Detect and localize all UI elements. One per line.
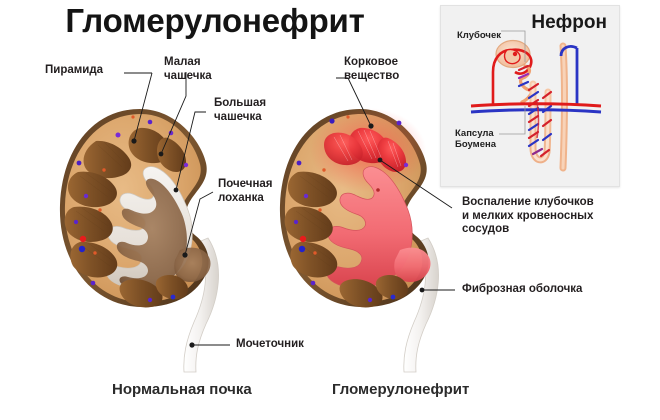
label-major-calyx-line2: чашечка xyxy=(214,110,262,123)
glomerulonephritis-kidney-group xyxy=(279,108,439,373)
label-fibrous-capsule: Фиброзная оболочка xyxy=(462,283,583,295)
label-major-calyx-line1: Большая xyxy=(214,97,267,109)
nephron-inset-panel: Нефрон xyxy=(440,5,620,187)
blood-vessel-dots-right xyxy=(293,115,409,303)
label-minor-calyx-line1: Малая xyxy=(164,56,201,68)
caption-normal-kidney: Нормальная почка xyxy=(112,381,252,398)
label-inflammation-line3: сосудов xyxy=(462,223,510,236)
label-minor-calyx-line2: чашечка xyxy=(164,69,212,82)
nephron-title: Нефрон xyxy=(531,12,607,33)
label-renal-pelvis-line2: лоханка xyxy=(218,191,264,204)
label-bowman-capsule: Капсула Боумена xyxy=(455,128,496,151)
label-bowman-line2: Боумена xyxy=(455,139,496,151)
pyramids-left xyxy=(64,140,132,278)
label-inflammation-line1: Воспаление клубочков xyxy=(462,196,594,208)
inflamed-pyramids xyxy=(324,127,406,172)
nephron-illustration xyxy=(470,30,602,172)
label-ureter: Мочеточник xyxy=(236,338,304,350)
leader-lines-right xyxy=(336,77,455,291)
page-title: Гломерулонефрит xyxy=(65,2,365,39)
label-major-calyx: Большая чашечка xyxy=(214,97,266,124)
normal-kidney-group xyxy=(59,109,219,373)
pyramid-striations xyxy=(75,141,126,267)
caption-glomerulonephritis: Гломерулонефрит xyxy=(332,381,470,398)
label-cortex: Корковое вещество xyxy=(344,56,399,83)
label-pyramid: Пирамида xyxy=(45,64,104,76)
label-minor-calyx: Малая чашечка xyxy=(164,56,212,83)
label-inflammation: Воспаление клубочков и мелких кровеносны… xyxy=(462,196,594,237)
pyramids-right-kidney xyxy=(284,171,408,308)
label-renal-pelvis: Почечная лоханка xyxy=(218,178,273,205)
label-renal-pelvis-line1: Почечная xyxy=(218,178,273,190)
label-bowman-line1: Капсула xyxy=(455,128,494,139)
label-cortex-line1: Корковое xyxy=(344,56,399,68)
blood-vessel-dots-left xyxy=(73,115,189,303)
label-inflammation-line2: и мелких кровеносных xyxy=(462,209,594,222)
label-cortex-line2: вещество xyxy=(344,69,400,82)
label-glomerulus: Клубочек xyxy=(457,30,501,41)
leader-lines-left xyxy=(124,72,230,346)
